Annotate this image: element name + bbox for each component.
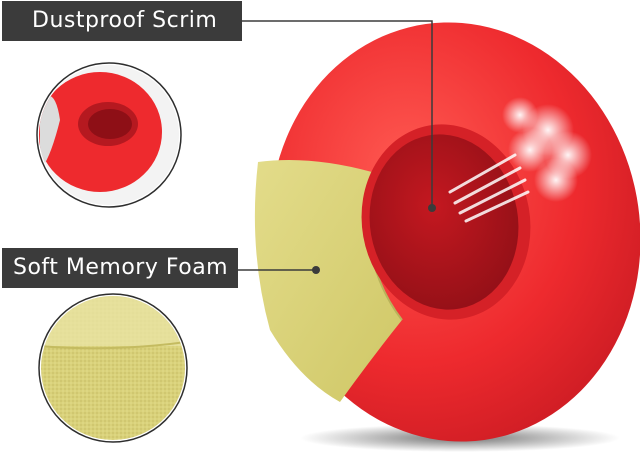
foam-callout-dot [312,266,320,274]
dustproof-scrim-fabric [369,134,519,310]
dust-streaks [448,153,530,223]
scrim-callout-line [242,20,433,208]
dust-cloud [502,97,592,202]
dustproof-scrim-label: Dustproof Scrim [2,1,242,41]
scrim-callout-dot [428,204,436,212]
soft-memory-foam-label: Soft Memory Foam [2,248,238,288]
detail-circle-foam [38,293,188,443]
detail-circle-earpad [36,62,182,208]
